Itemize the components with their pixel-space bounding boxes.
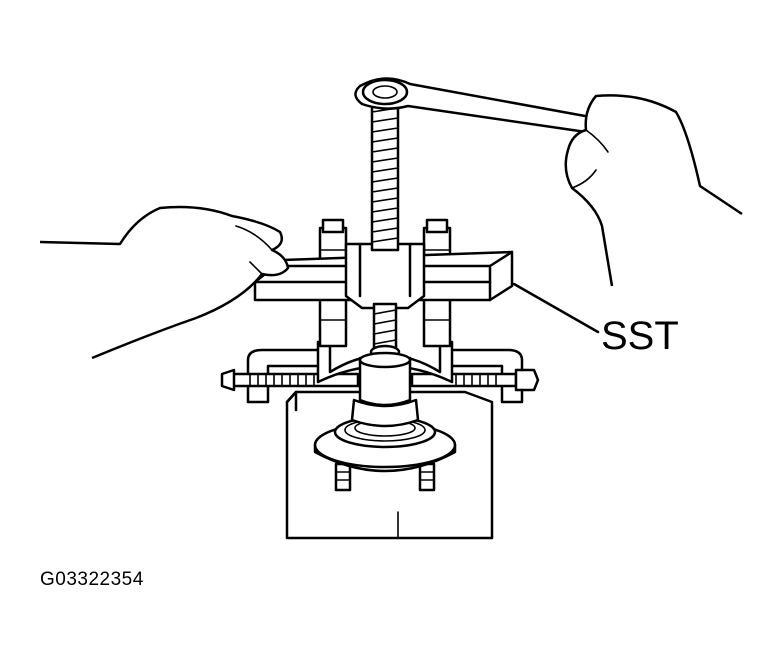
- left-hand: [39, 205, 290, 360]
- right-hand: [564, 94, 743, 287]
- hub-stud-right: [418, 462, 436, 492]
- axle-hub: [313, 415, 457, 492]
- bolt-head-right: [514, 368, 540, 392]
- press-screw: [369, 98, 401, 360]
- cross-beam: [344, 242, 426, 310]
- hub-stud-left: [334, 462, 352, 492]
- press-adapter: [350, 351, 420, 428]
- sst-label: SST: [601, 314, 679, 358]
- bolt-head-left: [220, 368, 236, 392]
- sst-leader-line: [512, 282, 600, 334]
- figure-id: G03322354: [40, 569, 144, 590]
